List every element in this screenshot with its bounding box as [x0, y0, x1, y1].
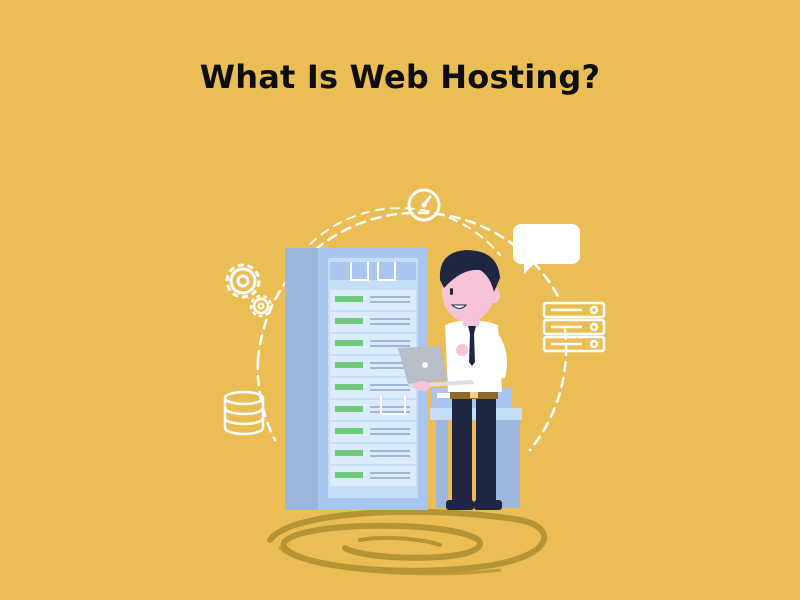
laptop	[398, 346, 474, 391]
page-title: What Is Web Hosting?	[199, 58, 601, 96]
server-unit	[330, 356, 416, 376]
chat-bubble-icon	[513, 224, 580, 274]
gears-icon	[225, 263, 273, 318]
server-unit	[330, 422, 416, 442]
server-unit	[330, 466, 416, 486]
gauge-icon	[407, 188, 441, 222]
server-unit	[330, 290, 416, 310]
server-unit	[330, 444, 416, 464]
server-unit	[330, 312, 416, 332]
server-unit	[330, 400, 416, 420]
server-unit	[330, 334, 416, 354]
person-character	[439, 250, 508, 510]
ground-swirl	[267, 508, 548, 576]
database-icon	[223, 390, 265, 436]
server-unit	[330, 378, 416, 398]
server-units	[330, 290, 416, 486]
server-list-icon	[542, 301, 606, 353]
